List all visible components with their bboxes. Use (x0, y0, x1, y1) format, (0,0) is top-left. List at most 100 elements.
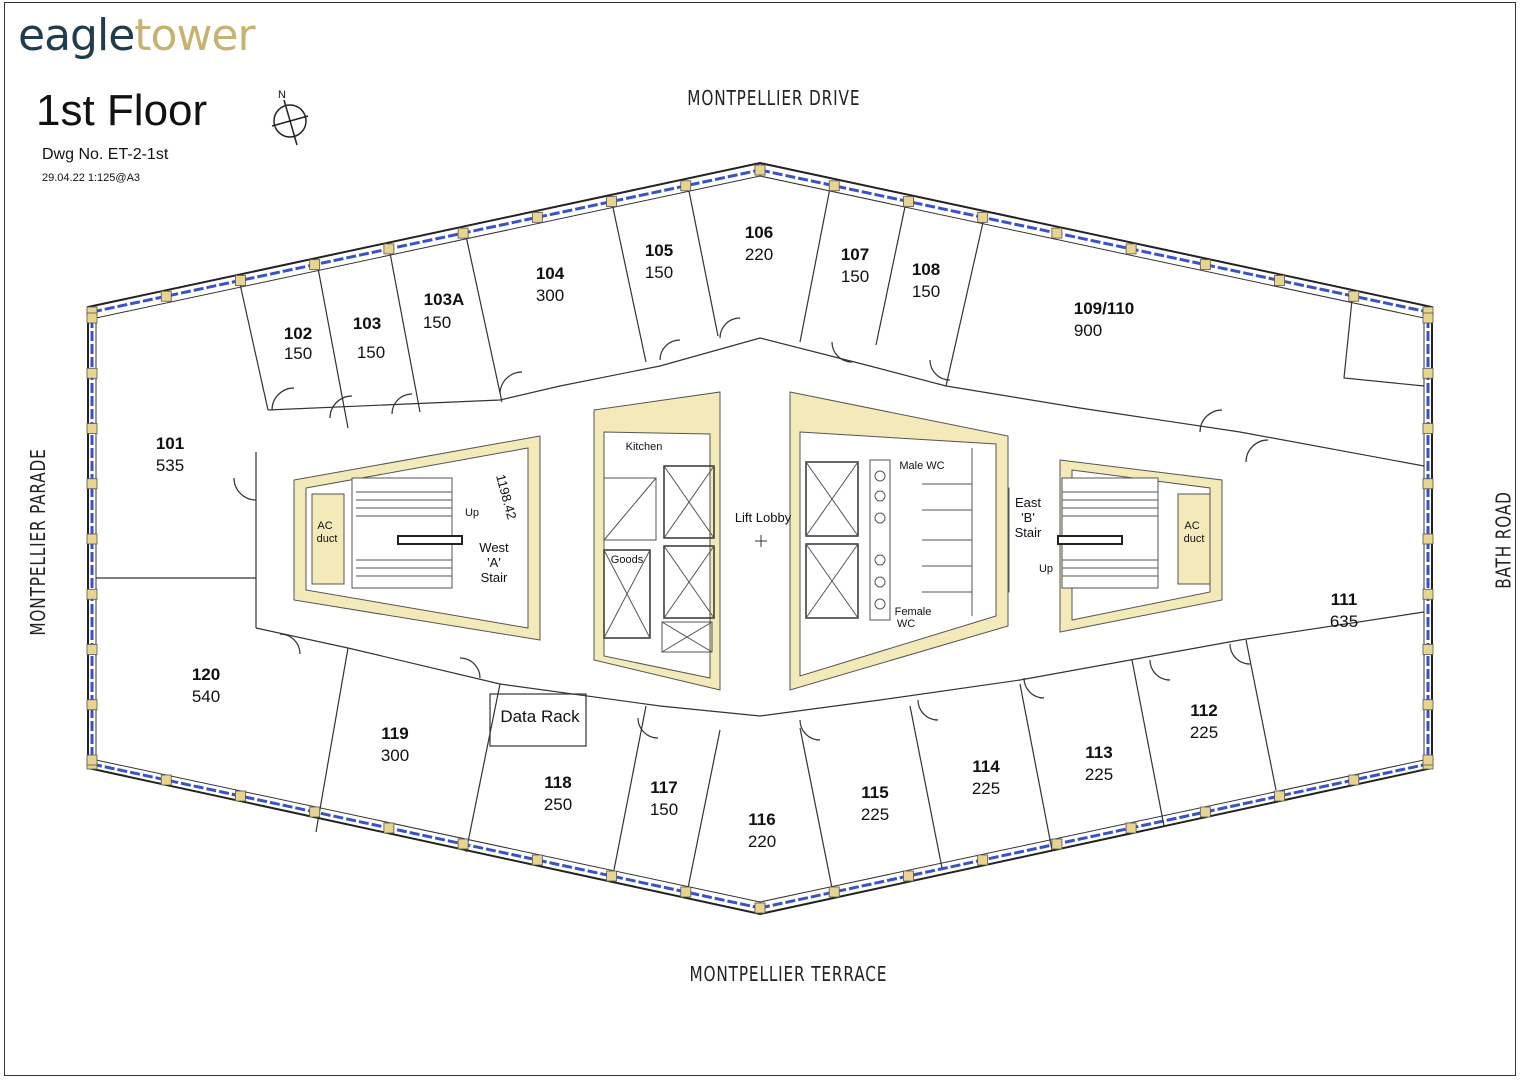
floor-title: 1st Floor (36, 86, 208, 135)
room-104-area: 300 (536, 286, 564, 305)
facade-pillar (1422, 533, 1434, 545)
facade-pillar (86, 367, 98, 379)
partition-walls (96, 185, 1425, 889)
room-108-area: 150 (912, 282, 940, 301)
room-120-area: 540 (192, 687, 220, 706)
room-107-number: 107 (841, 245, 869, 264)
kitchen-label: Kitchen (626, 441, 663, 453)
room-118-area: 250 (544, 795, 572, 814)
facade-pillar (828, 886, 840, 898)
room-102-area: 150 (284, 344, 312, 363)
room-119-area: 300 (381, 746, 409, 765)
facade-pillar (1422, 699, 1434, 711)
north-compass-icon: N (271, 89, 309, 146)
facade-pillar (309, 806, 321, 818)
facade-pillar (235, 275, 246, 286)
facade-pillar (680, 180, 692, 192)
facade-pillar (1125, 243, 1137, 255)
facade-pillar (1199, 259, 1211, 271)
east-ac-duct-label-1: AC (1184, 520, 1199, 532)
lift-lobby-label: Lift Lobby (735, 510, 792, 525)
facade-pillar (1348, 290, 1360, 302)
east-stair-up-label: Up (1039, 563, 1053, 575)
room-112-number: 112 (1190, 701, 1217, 720)
data-rack-label: Data Rack (500, 707, 580, 726)
facade-pillar (1199, 806, 1211, 818)
west-ac-duct-label-1: AC (317, 520, 332, 532)
room-105-number: 105 (645, 241, 673, 260)
facade-pillar (1348, 774, 1360, 786)
east-stair-core: AC duct Up East 'B' Stair (974, 459, 1223, 633)
room-103-area: 150 (357, 343, 385, 362)
building-envelope (87, 161, 1433, 916)
room-116-number: 116 (748, 810, 775, 829)
facade-pillar (86, 754, 98, 766)
room-114-number: 114 (972, 757, 1000, 776)
room-101-area: 535 (156, 456, 184, 475)
drawing-number: Dwg No. ET-2-1st (42, 146, 169, 163)
facade-pillar (1422, 644, 1434, 655)
facade-pillar (754, 902, 766, 914)
room-113-area: 225 (1085, 765, 1113, 784)
room-103a-number: 103A (424, 290, 465, 309)
facade-pillar (383, 243, 395, 255)
room-102-number: 102 (284, 324, 312, 343)
room-115-number: 115 (861, 783, 888, 802)
facade-pillar (86, 423, 98, 434)
east-stair-label-2: 'B' (1021, 510, 1035, 525)
west-stair-label-3: Stair (481, 570, 508, 585)
facade-pillar (160, 774, 172, 786)
facade-pillar (977, 211, 989, 223)
west-stair-up-label: Up (465, 507, 479, 519)
facade-pillar (235, 790, 246, 802)
facade-pillar (977, 854, 989, 866)
compass-north-label: N (278, 89, 286, 101)
room-108-number: 108 (912, 260, 940, 279)
facade-pillar (531, 854, 543, 866)
door-swings (233, 317, 1269, 741)
facade-pillar (1422, 588, 1434, 600)
room-115-area: 225 (861, 805, 889, 824)
room-106-number: 106 (745, 223, 773, 242)
room-113-number: 113 (1085, 743, 1112, 762)
facade-pillar (903, 196, 914, 207)
room-106-area: 220 (745, 245, 773, 264)
facade-pillar (606, 870, 617, 882)
east-ac-duct-label-2: duct (1184, 533, 1205, 545)
facade-pillar (86, 699, 98, 711)
east-stair-label-3: Stair (1015, 525, 1042, 540)
facade-pillar (754, 164, 766, 176)
room-111-area: 635 (1330, 612, 1358, 631)
room-101-number: 101 (156, 434, 184, 453)
room-107-area: 150 (841, 267, 869, 286)
room-120-number: 120 (192, 665, 220, 684)
room-111-number: 111 (1331, 590, 1358, 609)
room-105-area: 150 (645, 263, 673, 282)
room-117-area: 150 (650, 800, 678, 819)
facade-pillar (828, 180, 840, 192)
room-104-number: 104 (536, 264, 565, 283)
female-wc-label-2: WC (897, 618, 915, 630)
facade-pillar (1422, 754, 1434, 766)
room-116-area: 220 (748, 832, 776, 851)
west-stair-core: AC duct Up West 'A' Stair 1198.42 (293, 435, 541, 641)
facade-pillar (309, 259, 321, 271)
facade-pillar (1422, 423, 1434, 434)
room-103-number: 103 (353, 314, 381, 333)
facade-pillar (457, 838, 469, 850)
facade-pillar (1422, 312, 1434, 324)
facade-pillar (86, 478, 98, 490)
west-stair-label-2: 'A' (487, 555, 501, 570)
room-119-number: 119 (381, 724, 408, 743)
goods-lift-label: Goods (611, 554, 644, 566)
room-117-number: 117 (650, 778, 677, 797)
facade-pillar (1274, 790, 1285, 802)
street-south: MONTPELLIER TERRACE (689, 962, 888, 986)
facade-pillar (680, 886, 692, 898)
facade-pillar (531, 211, 543, 223)
facade-pillar (160, 290, 172, 302)
facade-pillar (1125, 822, 1137, 834)
room-103a-area: 150 (423, 313, 451, 332)
facade-pillar (86, 644, 98, 655)
facade-pillar (383, 822, 395, 834)
